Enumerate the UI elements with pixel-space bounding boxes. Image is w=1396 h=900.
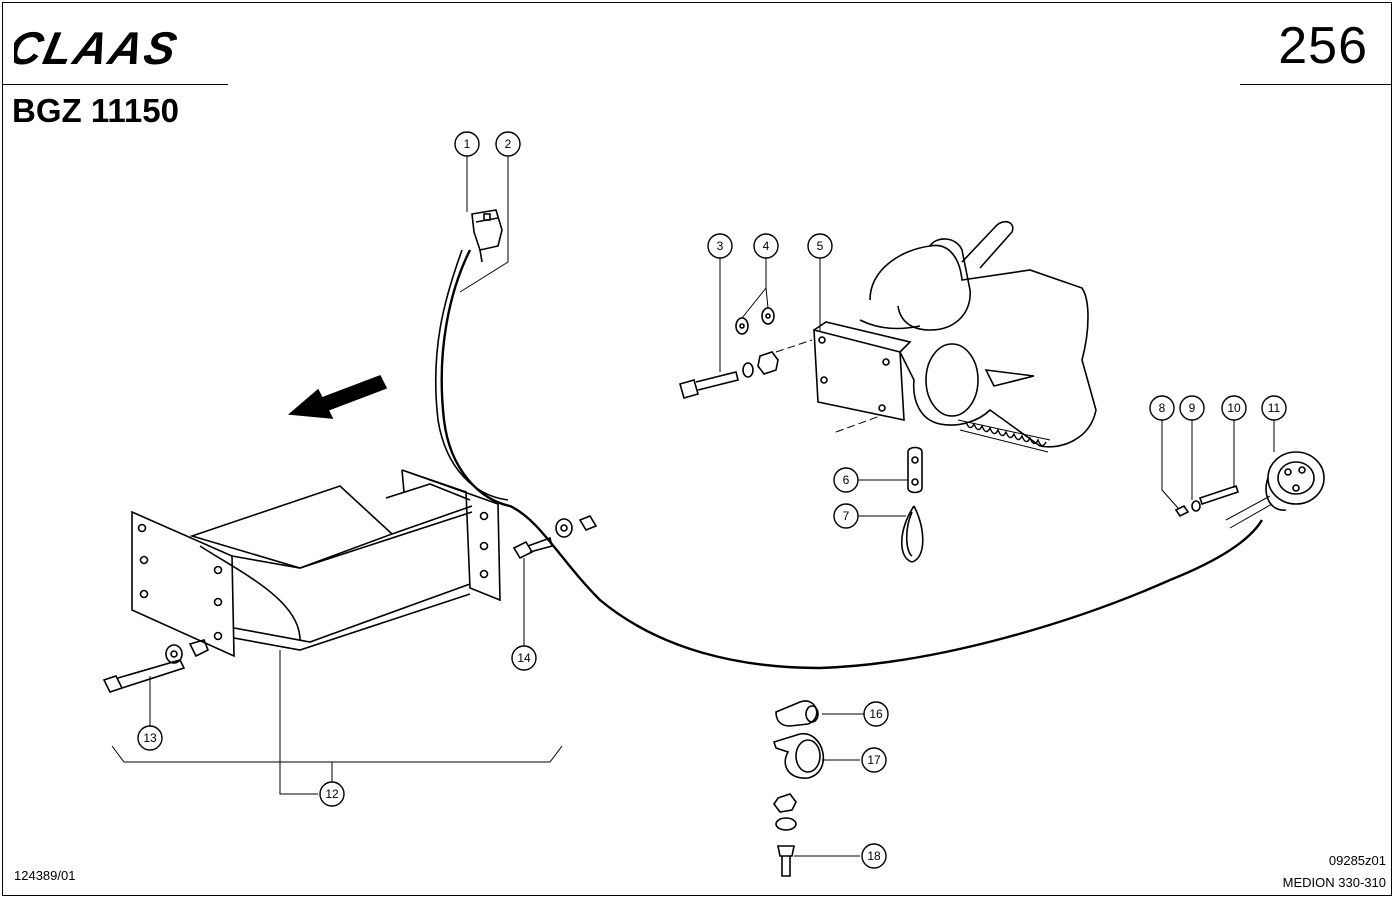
callout-5: 5 <box>807 233 833 259</box>
svg-text:7: 7 <box>843 509 850 523</box>
callout-17: 17 <box>861 747 887 773</box>
callout-18: 18 <box>861 843 887 869</box>
cable-clip-small <box>775 700 818 727</box>
bracket-bolt <box>102 659 186 693</box>
callout-8: 8 <box>1149 395 1175 421</box>
callout-14: 14 <box>511 645 537 671</box>
svg-text:9: 9 <box>1189 401 1196 415</box>
svg-text:6: 6 <box>843 473 850 487</box>
callout-16: 16 <box>863 701 889 727</box>
callout-2: 2 <box>495 131 521 157</box>
svg-text:5: 5 <box>817 239 824 253</box>
svg-text:14: 14 <box>517 651 531 665</box>
hitch-bolt <box>679 371 739 399</box>
callout-13: 13 <box>137 725 163 751</box>
socket-nut <box>1174 504 1190 518</box>
footer-right: 09285z01 MEDION 330-310 <box>1283 850 1386 894</box>
spring-washer <box>1191 500 1201 512</box>
svg-text:10: 10 <box>1227 401 1241 415</box>
cable-main <box>440 249 1264 670</box>
callout-10: 10 <box>1221 395 1247 421</box>
svg-text:17: 17 <box>867 753 881 767</box>
svg-text:16: 16 <box>869 707 883 721</box>
document-id: BGZ 11150 <box>12 92 179 129</box>
svg-text:4: 4 <box>763 239 770 253</box>
locking-plate <box>907 446 923 494</box>
cable-clip-large <box>772 733 825 779</box>
leader-lines <box>111 156 1275 857</box>
callout-11: 11 <box>1261 395 1287 421</box>
towing-hitch <box>813 220 1097 453</box>
claas-logo: CLAAS <box>14 26 183 68</box>
svg-text:8: 8 <box>1159 401 1166 415</box>
connector-plug <box>471 209 503 263</box>
frame-bolt <box>512 536 553 560</box>
page-number: 256 <box>1278 17 1368 75</box>
callout-6: 6 <box>833 467 859 493</box>
spring-clip <box>901 505 924 563</box>
socket-screw <box>1198 484 1240 506</box>
svg-text:2: 2 <box>505 137 512 151</box>
clip-screw <box>777 845 795 877</box>
hitch-nut <box>757 351 779 375</box>
svg-text:13: 13 <box>143 731 157 745</box>
header-rule-left <box>2 84 228 85</box>
direction-arrow <box>288 374 388 419</box>
svg-text:11: 11 <box>1268 401 1281 415</box>
callout-3: 3 <box>707 233 733 259</box>
drawing-code: 124389/01 <box>14 868 76 883</box>
svg-text:CLAAS: CLAAS <box>14 26 183 68</box>
model-name: MEDION 330-310 <box>1282 875 1386 890</box>
image-code: 09285z01 <box>1328 853 1386 868</box>
callout-12: 12 <box>319 781 345 807</box>
svg-text:3: 3 <box>717 239 724 253</box>
svg-text:1: 1 <box>464 137 471 151</box>
washer <box>742 362 754 378</box>
callout-9: 9 <box>1179 395 1205 421</box>
svg-text:18: 18 <box>867 849 881 863</box>
callout-1: 1 <box>454 131 480 157</box>
trailer-socket <box>1265 451 1325 511</box>
svg-text:12: 12 <box>325 787 339 801</box>
callout-4: 4 <box>753 233 779 259</box>
callout-7: 7 <box>833 503 859 529</box>
mounting-bracket <box>131 469 501 658</box>
clip-nut <box>773 793 797 813</box>
header-rule-right <box>1240 84 1392 85</box>
